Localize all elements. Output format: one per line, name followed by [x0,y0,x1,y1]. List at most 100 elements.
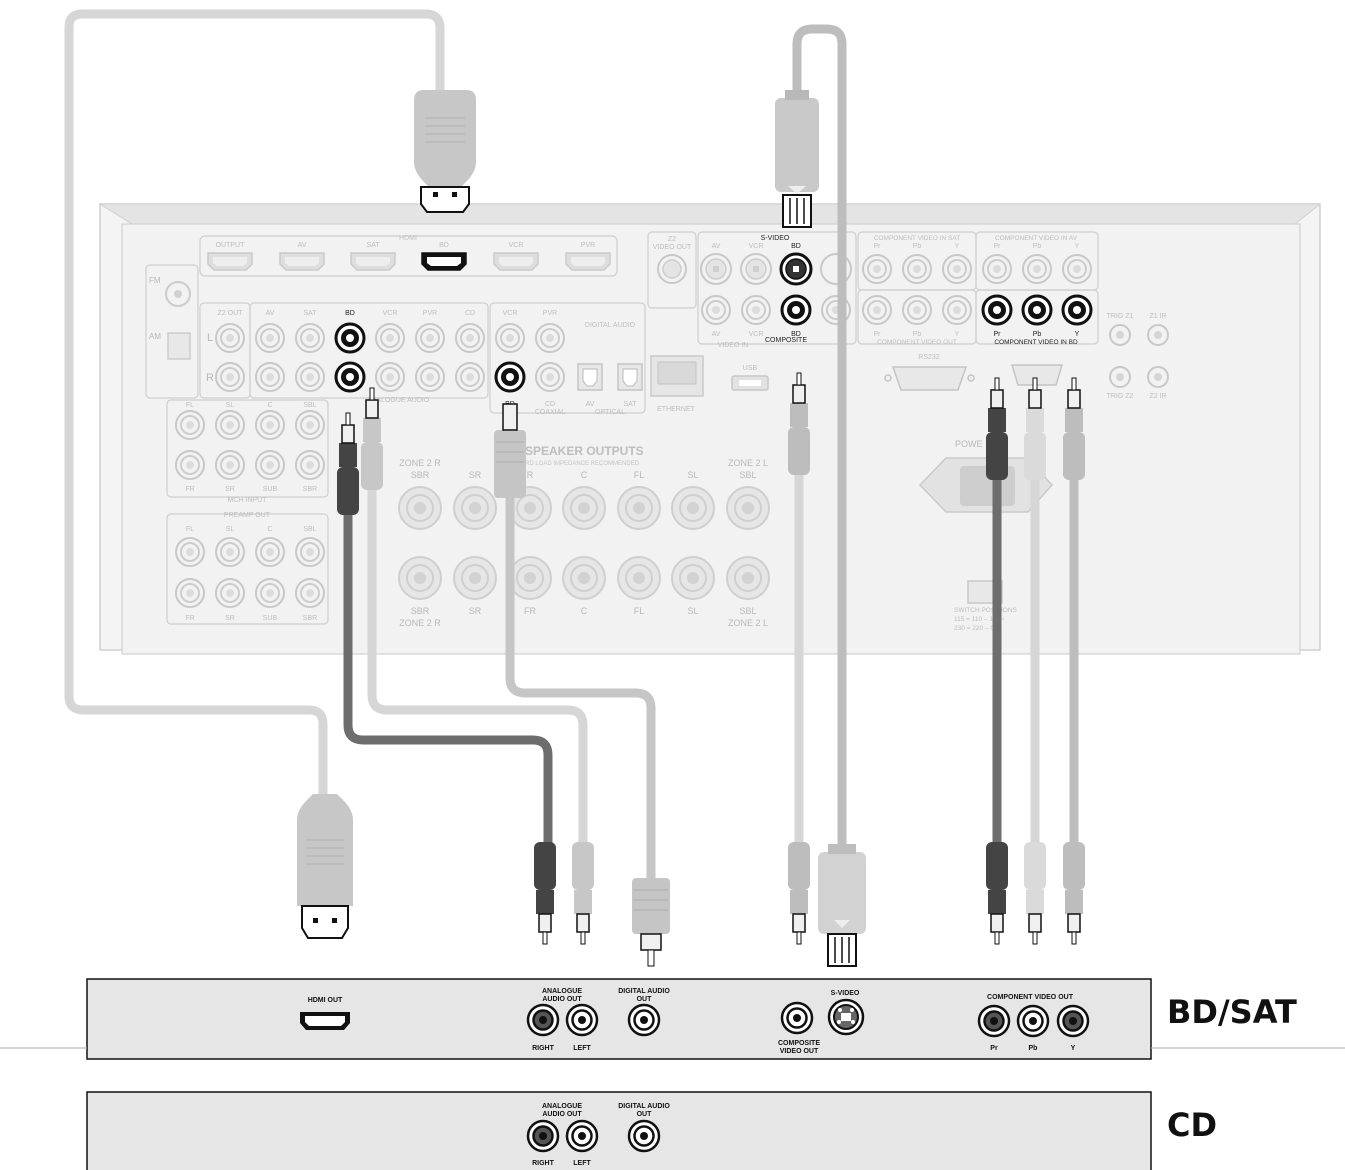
preamp-out-jack[interactable] [295,578,325,608]
component-out-jack[interactable] [942,295,972,325]
digital-coaxial-jack[interactable] [535,323,565,353]
analogue-input-right-jack[interactable] [455,362,485,392]
preamp-out-jack[interactable] [255,578,285,608]
cd-digital-audio-jack[interactable] [627,1119,661,1153]
bd-digital-audio-jack[interactable] [627,1003,661,1037]
bd-composite-jack[interactable] [780,1001,814,1035]
rs232-port[interactable] [891,366,968,391]
preamp-out-jack[interactable] [175,537,205,567]
composite-input-jack[interactable] [701,295,731,325]
bd-component-y-jack[interactable] [1056,1004,1090,1038]
mch-input-label: SL [226,402,235,409]
trigger-jack[interactable] [1147,366,1169,388]
component-av-jack[interactable] [1062,254,1092,284]
speaker-post[interactable] [617,486,661,530]
bd-audio-left-jack[interactable] [565,1003,599,1037]
component-out-jack[interactable] [862,295,892,325]
preamp-out-label: SBR [303,615,317,622]
svideo-input-jack[interactable] [779,252,813,286]
am-antenna-terminal[interactable] [167,332,191,360]
preamp-out-jack[interactable] [175,578,205,608]
speaker-post[interactable] [398,486,442,530]
z2-svideo-jack[interactable] [657,254,687,284]
cd-audio-right-jack[interactable] [526,1119,560,1153]
svideo-input-jack[interactable] [700,253,732,285]
optical-input-port[interactable] [577,363,603,391]
component-out-jack[interactable] [902,295,932,325]
optical-input-port[interactable] [617,363,643,391]
component-av-jack[interactable] [982,254,1012,284]
preamp-out-jack[interactable] [215,537,245,567]
z2-out-right-jack[interactable] [215,362,245,392]
trigger-jack[interactable] [1147,324,1169,346]
speaker-post[interactable] [453,556,497,600]
speaker-post[interactable] [671,486,715,530]
composite-input-jack[interactable] [780,294,812,326]
preamp-out-jack[interactable] [255,537,285,567]
speaker-post[interactable] [617,556,661,600]
preamp-out-jack[interactable] [215,578,245,608]
speaker-post[interactable] [562,486,606,530]
mch-input-jack[interactable] [295,410,325,440]
mch-input-jack[interactable] [215,450,245,480]
mch-input-jack[interactable] [255,410,285,440]
coaxial-plug-receiver [494,403,526,498]
rs232-section: RS232 [884,354,1064,391]
coaxial-input-jack[interactable] [494,361,526,393]
speaker-post[interactable] [671,556,715,600]
component-av-jack[interactable] [1022,254,1052,284]
component-sat-jack[interactable] [902,254,932,284]
video-in-label: VIDEO IN [718,342,749,349]
bd-hdmi-out-port[interactable] [300,1012,350,1030]
analogue-input-right-jack[interactable] [255,362,285,392]
z2-out-left-jack[interactable] [215,323,245,353]
hdmi-port[interactable] [565,252,611,271]
composite-input-jack[interactable] [741,295,771,325]
bd-component-pb-jack[interactable] [1016,1004,1050,1038]
speaker-post[interactable] [508,556,552,600]
component-bd-jack[interactable] [1021,294,1053,326]
component-bd-jack[interactable] [981,294,1013,326]
analogue-input-left-jack[interactable] [455,323,485,353]
fm-antenna-jack[interactable] [165,281,191,307]
trigger-jack[interactable] [1109,324,1131,346]
hdmi-port[interactable] [207,252,253,271]
bd-svideo-jack[interactable] [827,998,865,1036]
analogue-input-right-jack[interactable] [415,362,445,392]
speaker-post[interactable] [453,486,497,530]
analogue-input-left-jack[interactable] [295,323,325,353]
mch-input-jack[interactable] [175,450,205,480]
hdmi-port[interactable] [350,252,396,271]
mch-input-jack[interactable] [255,450,285,480]
digital-coaxial-jack[interactable] [495,323,525,353]
analogue-input-left-jack[interactable] [415,323,445,353]
analogue-input-right-jack[interactable] [295,362,325,392]
analogue-input-left-jack[interactable] [255,323,285,353]
analogue-input-right-jack[interactable] [375,362,405,392]
rca-plugs-device [533,841,1086,945]
component-bd-jack[interactable] [1061,294,1093,326]
analogue-input-right-jack[interactable] [334,361,366,393]
hdmi-port[interactable] [279,252,325,271]
trigger-jack[interactable] [1109,366,1131,388]
bd-component-pr-jack[interactable] [977,1004,1011,1038]
hdmi-port[interactable] [493,252,539,271]
speaker-post[interactable] [398,556,442,600]
component-sat-jack[interactable] [862,254,892,284]
component-sat-jack[interactable] [942,254,972,284]
analogue-input-left-jack[interactable] [334,322,366,354]
preamp-out-jack[interactable] [295,537,325,567]
bd-audio-right-jack[interactable] [526,1003,560,1037]
mch-input-jack[interactable] [175,410,205,440]
cd-audio-left-jack[interactable] [565,1119,599,1153]
mch-input-jack[interactable] [215,410,245,440]
speaker-post[interactable] [726,486,770,530]
analogue-input-left-jack[interactable] [375,323,405,353]
mch-input-jack[interactable] [295,450,325,480]
coaxial-input-jack[interactable] [535,362,565,392]
speaker-post[interactable] [726,556,770,600]
svideo-input-jack[interactable] [740,253,772,285]
hdmi-port[interactable] [421,252,467,271]
digital-audio-label: DIGITAL AUDIO [585,322,636,329]
speaker-post[interactable] [562,556,606,600]
